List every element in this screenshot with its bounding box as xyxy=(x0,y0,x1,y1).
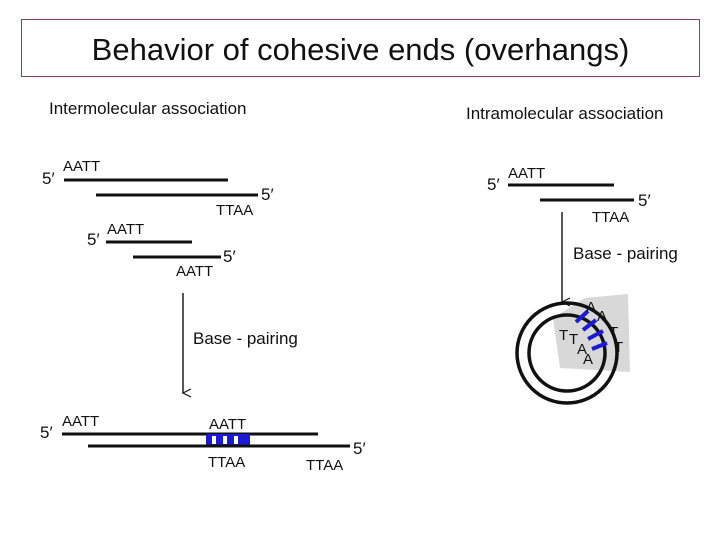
base-pair-gap xyxy=(223,436,227,444)
five-prime-label: 5′ xyxy=(87,230,100,249)
base-pair-block xyxy=(206,434,250,446)
base-pair-bond xyxy=(574,309,590,324)
base-letter: T xyxy=(559,327,568,344)
inner-strand-circle xyxy=(527,313,607,393)
slide-title: Behavior of cohesive ends (overhangs) xyxy=(91,32,630,67)
base-letter: A xyxy=(597,308,607,325)
intramolecular-heading: Intramolecular association xyxy=(466,104,663,123)
base-pair-bond xyxy=(587,329,604,341)
base-pairing-label: Base - pairing xyxy=(573,244,678,263)
base-pair-gap xyxy=(234,436,238,444)
base-letter: T xyxy=(609,324,618,341)
base-pair-rungs xyxy=(574,309,608,351)
five-prime-label: 5′ xyxy=(40,423,53,442)
sequence-label: TTAA xyxy=(208,454,245,471)
base-letter: A xyxy=(583,351,593,368)
base-pair-rungs xyxy=(206,434,250,446)
five-prime-label: 5′ xyxy=(261,185,274,204)
base-letter: T xyxy=(614,339,623,356)
joined-product: 5′ AATT AATT TTAA TTAA 5′ xyxy=(40,413,366,474)
base-pair-bond xyxy=(591,341,608,351)
sequence-label: AATT xyxy=(62,413,99,430)
outer-strand-circle xyxy=(515,301,619,405)
sequence-label: TTAA xyxy=(306,457,343,474)
five-prime-label: 5′ xyxy=(638,191,651,210)
sequence-label: AATT xyxy=(107,221,144,238)
intermolecular-heading: Intermolecular association xyxy=(49,99,246,118)
sequence-label: TTAA xyxy=(216,202,253,219)
base-letter: A xyxy=(577,341,587,358)
base-letter: A xyxy=(586,299,596,316)
base-pair-gap xyxy=(212,436,216,444)
fragment-2: 5′ AATT AATT 5′ xyxy=(87,221,236,280)
linear-fragment: 5′ AATT TTAA 5′ xyxy=(487,165,651,226)
sequence-label: AATT xyxy=(63,158,100,175)
sequence-label: TTAA xyxy=(592,209,629,226)
sequence-label: AATT xyxy=(209,416,246,433)
five-prime-label: 5′ xyxy=(223,247,236,266)
base-pairing-label: Base - pairing xyxy=(193,329,298,348)
base-pair-bond xyxy=(581,318,598,332)
five-prime-label: 5′ xyxy=(353,439,366,458)
circular-molecule: A A T T T T A A xyxy=(515,294,630,405)
junction-shading xyxy=(553,294,630,372)
sequence-label: AATT xyxy=(176,263,213,280)
five-prime-label: 5′ xyxy=(487,175,500,194)
sequence-label: AATT xyxy=(508,165,545,182)
base-letter: T xyxy=(569,331,578,348)
fragment-1: 5′ AATT TTAA 5′ xyxy=(42,158,274,219)
title-box: Behavior of cohesive ends (overhangs) xyxy=(21,19,700,77)
five-prime-label: 5′ xyxy=(42,169,55,188)
